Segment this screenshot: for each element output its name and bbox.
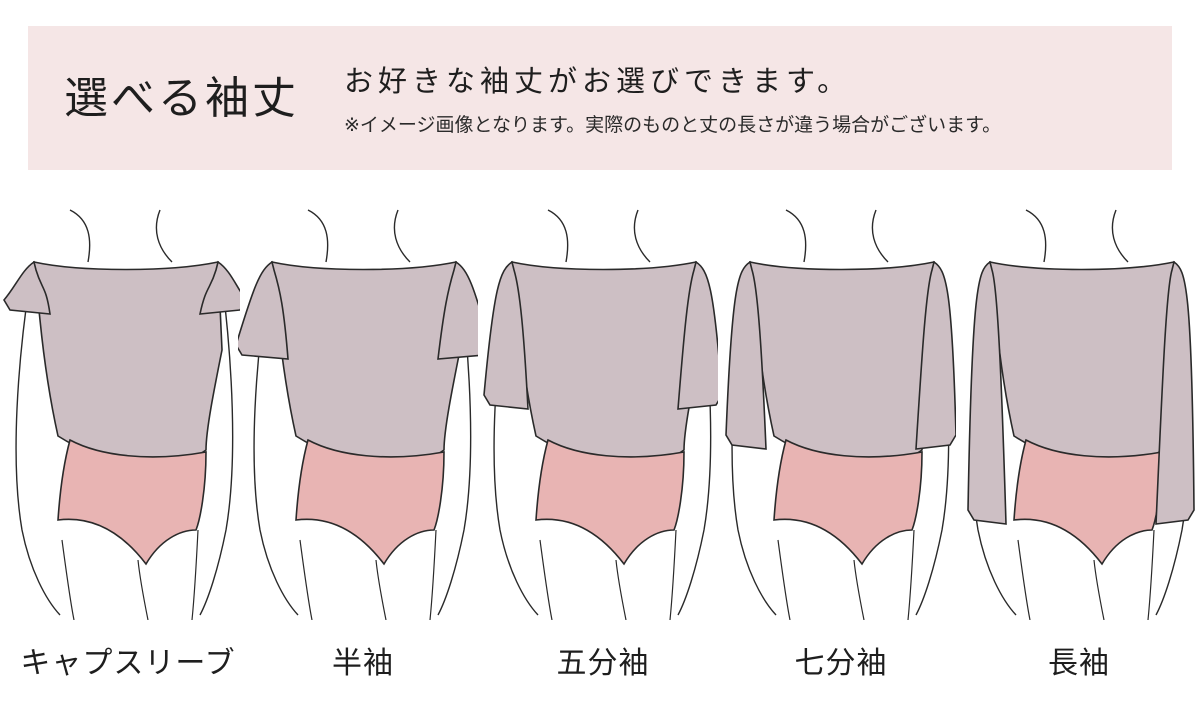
top-fabric <box>33 260 223 466</box>
right-sleeve <box>437 260 478 360</box>
top-fabric <box>749 260 939 466</box>
left-sleeve <box>483 260 529 410</box>
left-arm-outline <box>15 279 61 616</box>
neck-outline <box>69 209 173 263</box>
right-sleeve <box>1155 260 1195 525</box>
legs-outline <box>1017 529 1155 620</box>
left-sleeve <box>725 260 767 450</box>
right-sleeve <box>198 260 240 315</box>
right-arm-outline <box>199 279 234 616</box>
leotard-svg <box>967 209 1195 620</box>
figure-cap-sleeve <box>0 200 240 620</box>
figure-three-quarter-sleeve <box>716 200 956 620</box>
legs-outline <box>539 529 677 620</box>
top-fabric <box>511 260 701 466</box>
label-three-quarter-sleeve: 七分袖 <box>794 646 888 681</box>
left-sleeve <box>238 260 289 360</box>
leotard-svg <box>238 209 478 620</box>
right-sleeve <box>915 260 956 450</box>
neck-outline <box>307 209 411 263</box>
brief-fabric <box>295 438 445 566</box>
label-long-sleeve: 長袖 <box>1048 646 1110 681</box>
top-fabric <box>989 260 1179 466</box>
label-short-sleeve: 半袖 <box>332 646 394 681</box>
leotard-svg <box>483 209 718 620</box>
leotard-svg <box>725 209 956 620</box>
label-cap-sleeve: キャプスリーブ <box>20 646 236 681</box>
brief-fabric <box>773 438 923 566</box>
leotard-svg <box>3 209 240 620</box>
header-lead-text: お好きな袖丈がお選びできます。 <box>344 64 852 98</box>
page-title: 選べる袖丈 <box>64 73 299 124</box>
figure-short-sleeve <box>238 200 478 620</box>
figure-half-sleeve <box>478 200 718 620</box>
legs-outline <box>299 529 437 620</box>
brief-fabric <box>1013 438 1163 566</box>
left-sleeve <box>967 260 1007 525</box>
legs-outline <box>61 529 199 620</box>
neck-outline <box>547 209 651 263</box>
header-band: 選べる袖丈 お好きな袖丈がお選びできます。 ※イメージ画像となります。実際のもの… <box>28 26 1172 170</box>
header-note-text: ※イメージ画像となります。実際のものと丈の長さが違う場合がございます。 <box>344 114 1002 136</box>
label-half-sleeve: 五分袖 <box>556 646 650 681</box>
legs-outline <box>777 529 915 620</box>
neck-outline <box>785 209 889 263</box>
brief-fabric <box>535 438 685 566</box>
neck-outline <box>1025 209 1129 263</box>
brief-fabric <box>57 438 207 566</box>
left-sleeve <box>3 260 51 315</box>
right-sleeve <box>677 260 718 410</box>
figure-long-sleeve <box>956 200 1196 620</box>
leotard-figures <box>0 200 1200 620</box>
top-fabric <box>271 260 461 466</box>
